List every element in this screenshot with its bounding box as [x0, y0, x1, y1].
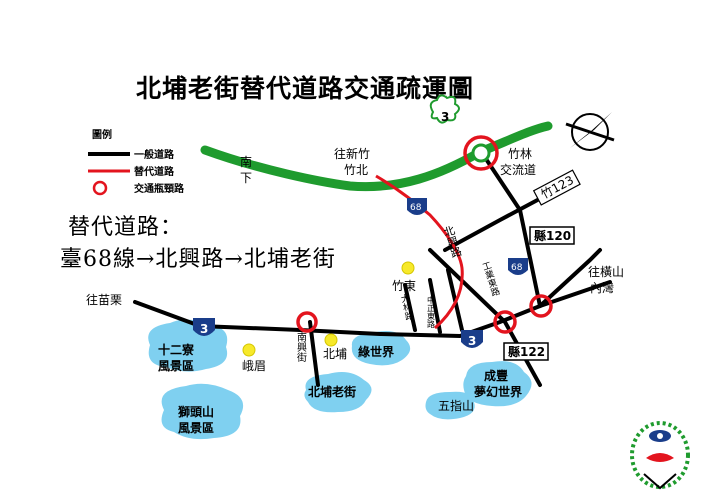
label-zhulin-top: 竹林: [508, 147, 532, 161]
bottleneck-east: [529, 294, 553, 318]
label-gongye-road: 工業東路: [479, 260, 500, 298]
label-beipu-old-street: 北埔老街: [308, 384, 356, 399]
shield-county120-label: 縣120: [534, 228, 571, 243]
wuzhishan-bubble: [425, 391, 475, 420]
road-hwy3-main: [133, 280, 612, 339]
label-shierliao-top: 十二寮: [158, 342, 195, 357]
label-zhudong: 竹東: [392, 279, 416, 293]
police-emblem-icon: [630, 421, 690, 490]
freeway-road: [200, 121, 553, 192]
label-to-hengshan: 往橫山: [588, 264, 624, 279]
label-nanxia-bottom: 下: [240, 171, 252, 185]
shitoushan-bubble: [161, 383, 244, 440]
shield-township123-label: 竹123: [539, 173, 576, 202]
bottleneck-zhulin: [463, 135, 499, 171]
bottleneck-nanxing: [296, 311, 318, 333]
shield-county120: 縣120: [529, 226, 575, 245]
shield-county122: 縣122: [503, 342, 549, 361]
label-shitoushan-top: 獅頭山: [177, 404, 214, 419]
label-shitoushan-bottom: 風景區: [178, 421, 214, 435]
bottlenecks: [296, 135, 553, 334]
legend-heading: 圖例: [92, 128, 112, 141]
shield-township123: 竹123: [532, 169, 581, 206]
shield-hwy68-b: 68: [508, 258, 528, 275]
shield-hwy3-top: 3: [429, 94, 460, 124]
beipu-dot: [324, 333, 338, 347]
label-zhulin-bottom: 交流道: [500, 162, 536, 177]
emei-dot: [242, 343, 256, 357]
label-wuzhishan: 五指山: [438, 398, 474, 413]
legend: 圖例 一般道路 替代道路 交通瓶頸路: [88, 128, 185, 196]
label-nanxia-top: 南: [240, 154, 252, 169]
alternative-road: [375, 174, 464, 330]
shield-hwy3-left-label: 3: [200, 322, 208, 336]
beipu-old-street-bubble: [304, 372, 372, 413]
label-nanxing-street: 南興街: [295, 331, 307, 363]
route-description: 臺68線→北興路→北埔老街: [60, 247, 336, 272]
label-to-miaoli: 往苗栗: [86, 292, 122, 307]
label-neiwan: 內灣: [590, 281, 614, 295]
label-chengfeng-bottom: 夢幻世界: [474, 384, 522, 399]
town-dots: [242, 261, 415, 357]
legend-bottleneck-icon: [92, 180, 108, 196]
shield-hwy3-right: 3: [461, 330, 483, 348]
road-dalin: [403, 283, 417, 332]
label-green-world: 綠世界: [358, 344, 394, 359]
shield-hwy68-a: 68: [407, 198, 427, 215]
shield-county122-label: 縣122: [508, 344, 545, 359]
scenic-bubbles: [148, 319, 532, 440]
compass-icon: [565, 112, 615, 151]
interchange-icon: [471, 143, 491, 163]
label-chengfeng-top: 成豐: [484, 368, 508, 383]
green-world-bubble: [351, 331, 411, 366]
label-shierliao-bottom: 風景區: [158, 359, 194, 373]
shield-hwy3-right-label: 3: [468, 334, 476, 348]
label-zhubei: 竹北: [344, 163, 368, 177]
label-zhongzheng-road: 中正東路: [427, 295, 436, 328]
legend-alt-road-label: 替代道路: [134, 165, 175, 178]
road-county122: [428, 248, 542, 387]
legend-bottleneck-label: 交通瓶頸路: [134, 182, 185, 195]
shield-hwy68-a-label: 68: [410, 203, 422, 213]
shield-hwy3-left: 3: [193, 318, 215, 336]
label-to-xinzhu: 往新竹: [334, 146, 370, 161]
shield-hwy68-b-label: 68: [511, 263, 523, 273]
general-roads: [133, 148, 612, 387]
shield-hwy3-top-label: 3: [441, 110, 449, 124]
bottleneck-county122: [493, 310, 517, 334]
label-emei: 峨眉: [242, 359, 266, 373]
place-labels: 南 下 往新竹 竹北 竹林 交流道 竹東 往橫山 內灣 往苗栗 十二寮 風景區 …: [86, 146, 624, 435]
road-county120-east: [538, 248, 602, 308]
chengfeng-bubble: [463, 361, 532, 407]
label-beipu: 北埔: [323, 347, 347, 361]
map-title: 北埔老街替代道路交通疏運圖: [136, 74, 474, 103]
legend-general-road-label: 一般道路: [134, 148, 175, 161]
zhudong-dot: [401, 261, 415, 275]
route-heading: 替代道路：: [68, 215, 183, 240]
road-nanxing: [308, 320, 320, 387]
